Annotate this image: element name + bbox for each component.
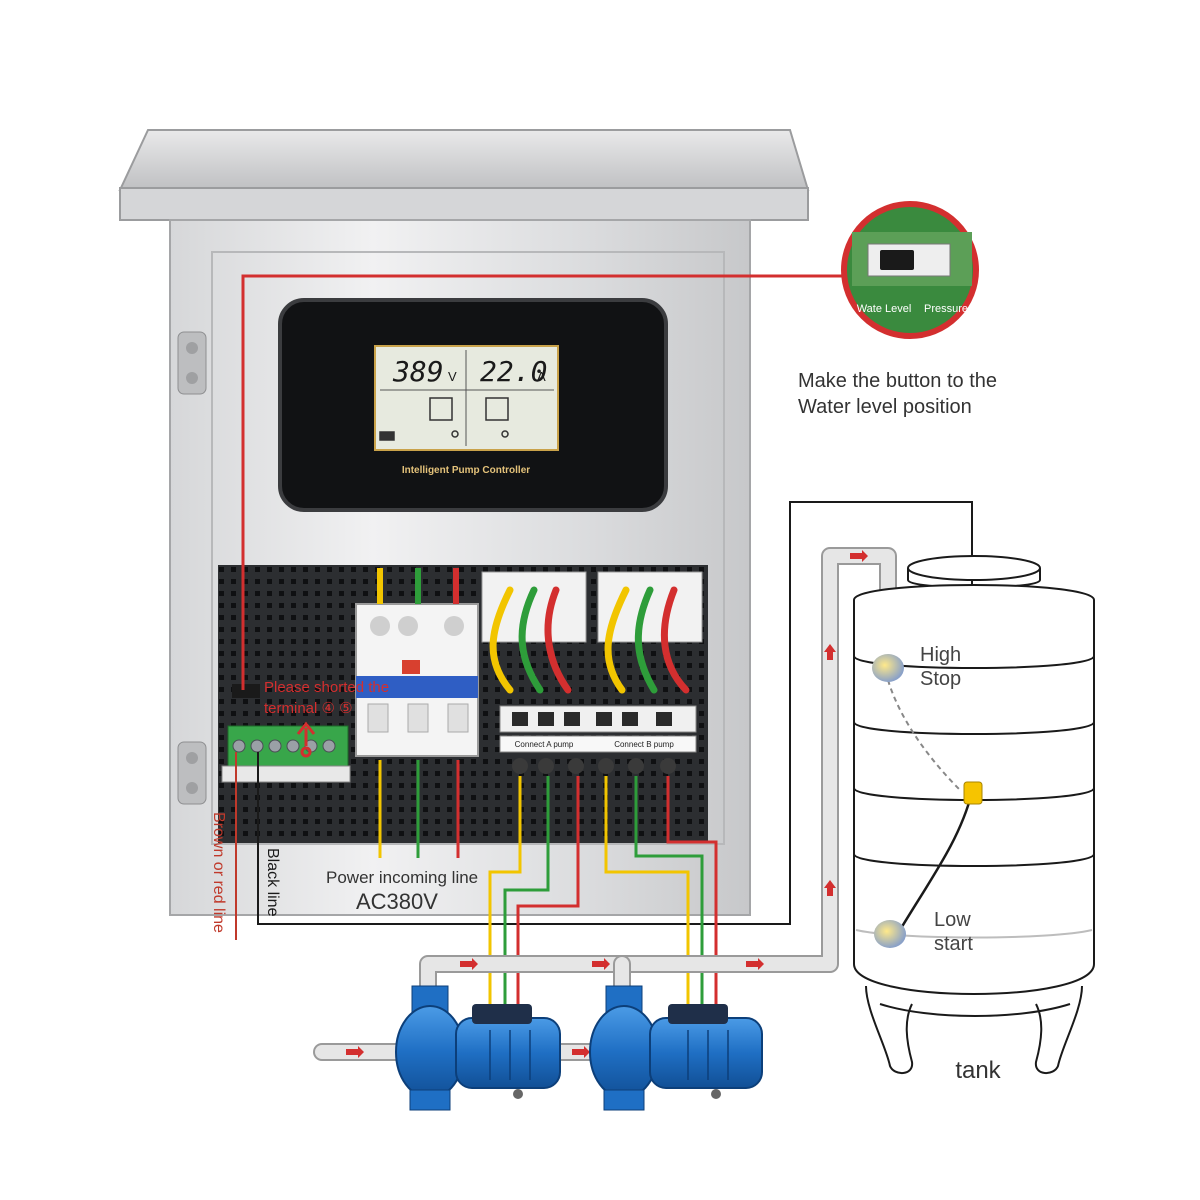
pump-terminal-strip <box>499 705 697 774</box>
switch-label-water-level: Wate Level <box>857 303 912 315</box>
voltage-readout: 389 <box>392 355 444 388</box>
switch-label-pressure: Pressure <box>924 303 968 315</box>
tank-label: tank <box>955 1057 1001 1084</box>
control-terminal-block <box>221 684 351 783</box>
tank-high-label: High <box>920 644 961 666</box>
callout-instruction-line1: Make the button to the <box>798 370 997 392</box>
pump-b <box>589 985 763 1111</box>
current-readout: 22.0 <box>480 355 547 388</box>
terminal-label-pump-b: Connect B pump <box>614 740 674 749</box>
controller-cabinet: 389 V 22.0 A Intelligent Pump Controller <box>118 129 810 916</box>
cabinet-door <box>211 251 725 845</box>
hinge-icon <box>177 741 207 805</box>
mode-slide-switch[interactable] <box>880 250 914 270</box>
wire-label-brown-red: Brown or red line <box>210 812 227 933</box>
pump-b-wires <box>604 776 718 1010</box>
tank-low-label: Low <box>934 909 971 931</box>
cabinet-roof-lip <box>119 187 809 221</box>
voltage-unit: V <box>448 369 457 384</box>
flow-arrow-icon <box>346 550 868 1058</box>
hinge-icon <box>177 331 207 395</box>
terminal-note-line2: terminal ④ ⑤ <box>264 700 353 717</box>
lcd-pump-icon <box>379 397 509 441</box>
pump-a <box>395 985 561 1111</box>
power-line-label: Power incoming line <box>326 868 478 887</box>
callout-instruction-line2: Water level position <box>798 396 972 418</box>
float-weight-icon <box>963 781 983 805</box>
mode-switch-wire <box>241 274 852 690</box>
float-high-icon <box>872 654 904 682</box>
contactor-cables <box>489 586 690 694</box>
cabinet-roof <box>118 129 810 191</box>
mode-switch-callout <box>841 201 979 339</box>
terminal-label-pump-a: Connect A pump <box>515 740 574 749</box>
main-circuit-breaker <box>355 603 479 757</box>
breaker-cables <box>377 568 459 604</box>
short-jumper-arrow-icon <box>296 721 316 758</box>
panel-label: Intelligent Pump Controller <box>402 465 530 476</box>
wire-label-black: Black line <box>264 848 281 917</box>
water-tank <box>853 555 1095 1074</box>
tank-start-label: start <box>934 933 973 955</box>
power-incoming-wires <box>378 760 460 858</box>
tank-stop-label: Stop <box>920 668 961 690</box>
power-spec-label: AC380V <box>356 889 438 914</box>
tank-signal-wires <box>235 501 973 940</box>
current-unit: A <box>537 369 546 384</box>
terminal-note-line1: Please shorted the <box>264 679 389 696</box>
float-low-icon <box>874 920 906 948</box>
float-cords <box>887 679 974 931</box>
